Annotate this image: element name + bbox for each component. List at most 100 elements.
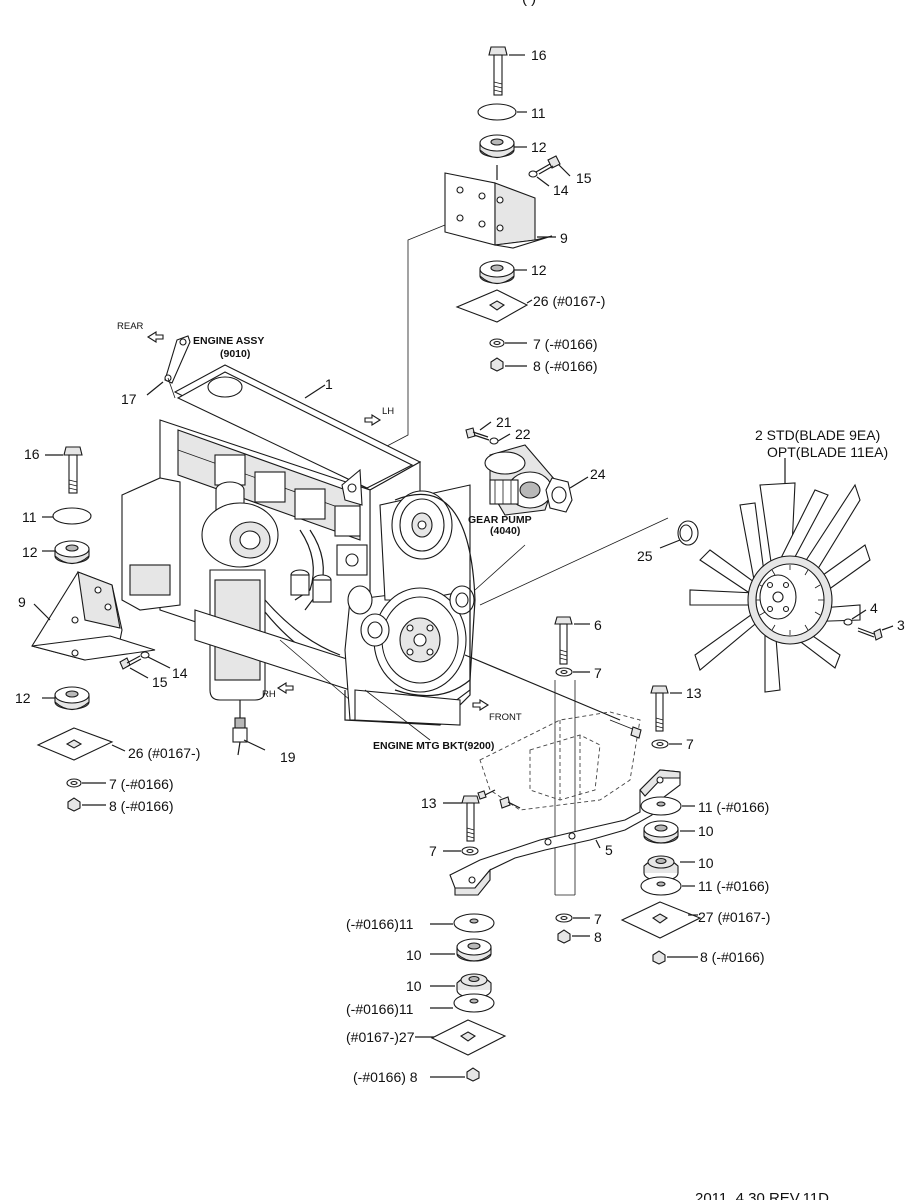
bolt-16-left (45, 446, 83, 494)
callout-15-top: 15 (576, 170, 592, 186)
callout-7-bottom: 7 (429, 843, 437, 859)
fan-blades (689, 482, 871, 693)
bolt-3 (857, 625, 894, 641)
washer-11-top (477, 103, 527, 121)
gear-pump-ref: (4040) (490, 525, 521, 537)
rubber-mount-12-lower (479, 260, 527, 285)
bolt-13-bottom (443, 795, 480, 842)
callout-22: 22 (515, 426, 531, 442)
header-fragment: ( ) (522, 0, 536, 6)
callout-8-bottom: (-#0166) 8 (353, 1069, 418, 1085)
leader-fan (479, 517, 669, 606)
idler-pulleys (347, 585, 475, 647)
callout-11-right-a: 11 (-#0166) (698, 799, 770, 815)
leader-top-bracket (369, 224, 446, 456)
callout-10-right-b: 10 (698, 855, 714, 871)
callout-7-mid-b: 7 (594, 911, 602, 927)
plate-27-bottom (415, 1019, 507, 1056)
crank-pulley (373, 587, 467, 693)
rubber-10-right-a (643, 820, 695, 844)
engine-assy (121, 364, 476, 726)
washer-4 (843, 609, 867, 626)
leader-1 (304, 384, 326, 399)
callout-11-top: 11 (531, 105, 546, 121)
footer-revision: 2011. 4.30 REV.11D (695, 1190, 829, 1200)
callout-7-right: 7 (686, 736, 694, 752)
top-mount-stack (444, 46, 571, 372)
engine-assy-label: ENGINE ASSY (193, 335, 265, 347)
bolt-21 (465, 421, 492, 441)
drain-valve-19 (232, 717, 266, 756)
washer-11-bottom-a (430, 913, 495, 933)
fan-ribs (756, 565, 824, 635)
bracket-9-top (444, 165, 556, 249)
rubber-mount-12-left-a (42, 540, 90, 565)
nut-8-mid (557, 929, 590, 944)
callout-14-left: 14 (172, 665, 188, 681)
plate-26-top (455, 289, 533, 323)
washer-7-mid-b (555, 913, 590, 923)
leader-gear-pump (474, 544, 526, 591)
plate-27-right (620, 901, 702, 939)
callout-7-top: 7 (-#0166) (533, 336, 598, 352)
bolt-small-5 (477, 789, 521, 809)
front-arrow-icon (472, 699, 490, 711)
washer-22 (489, 433, 511, 445)
gear-pump-label: GEAR PUMP (468, 514, 532, 526)
washer-7-left (66, 778, 106, 788)
rubber-mount-12-top (479, 134, 527, 159)
fan-opt-label: OPT(BLADE 11EA) (767, 444, 889, 460)
callout-19: 19 (280, 749, 296, 765)
bracket-9-left (31, 571, 156, 661)
right-stack (620, 685, 702, 965)
bolt-13-right (650, 685, 682, 732)
callout-15-left: 15 (152, 674, 168, 690)
callout-1: 1 (325, 376, 333, 392)
lh-label: LH (382, 406, 395, 417)
washer-11-bottom-b (430, 993, 495, 1013)
nut-8-left (67, 797, 106, 812)
callout-10-bottom-a: 10 (406, 947, 422, 963)
callout-8-mid: 8 (594, 929, 602, 945)
callout-9-left: 9 (18, 594, 26, 610)
callout-7-left: 7 (-#0166) (109, 776, 174, 792)
callout-12-left-a: 12 (22, 544, 38, 560)
rubber-10-bottom-a (430, 938, 492, 962)
callout-24: 24 (590, 466, 606, 482)
callout-26-left: 26 (#0167-) (128, 745, 201, 761)
rh-arrow-icon (276, 682, 294, 694)
callout-17: 17 (121, 391, 137, 407)
rubber-10-bottom-b (430, 973, 492, 999)
cooling-fan (659, 458, 894, 693)
callout-13-right: 13 (686, 685, 702, 701)
engine-mtg-bkt-label: ENGINE MTG BKT(9200) (373, 740, 495, 752)
rear-label: REAR (117, 321, 144, 332)
left-mount-stack (31, 446, 171, 812)
rubber-mount-12-left-b (42, 686, 90, 711)
washer-7-top (489, 338, 527, 348)
nut-8-right (652, 950, 698, 965)
callout-11-left: 11 (22, 509, 37, 525)
engine-mtg-bracket (464, 654, 642, 811)
engine-assy-ref: (9010) (220, 348, 251, 360)
callout-27-bottom: (#0167-)27 (346, 1029, 415, 1045)
rear-arrow-icon (146, 331, 164, 343)
bolt-16-top (488, 46, 525, 96)
bolt-6 (554, 616, 590, 665)
callout-8-left: 8 (-#0166) (109, 798, 174, 814)
washer-11-right-a (640, 796, 695, 816)
washer-7-mid-a (555, 667, 590, 677)
callout-21: 21 (496, 414, 512, 430)
callout-7-mid-a: 7 (594, 665, 602, 681)
callout-16-left: 16 (24, 446, 40, 462)
plate-26-left (36, 727, 126, 761)
washer-7-bottom (443, 846, 479, 856)
callout-16-top: 16 (531, 47, 547, 63)
direction-arrows (146, 331, 490, 711)
fan-std-label: 2 STD(BLADE 9EA) (755, 427, 881, 443)
leader-mtg-bkt (364, 689, 431, 741)
middle-stack (554, 616, 590, 944)
callout-12-left-b: 12 (15, 690, 31, 706)
